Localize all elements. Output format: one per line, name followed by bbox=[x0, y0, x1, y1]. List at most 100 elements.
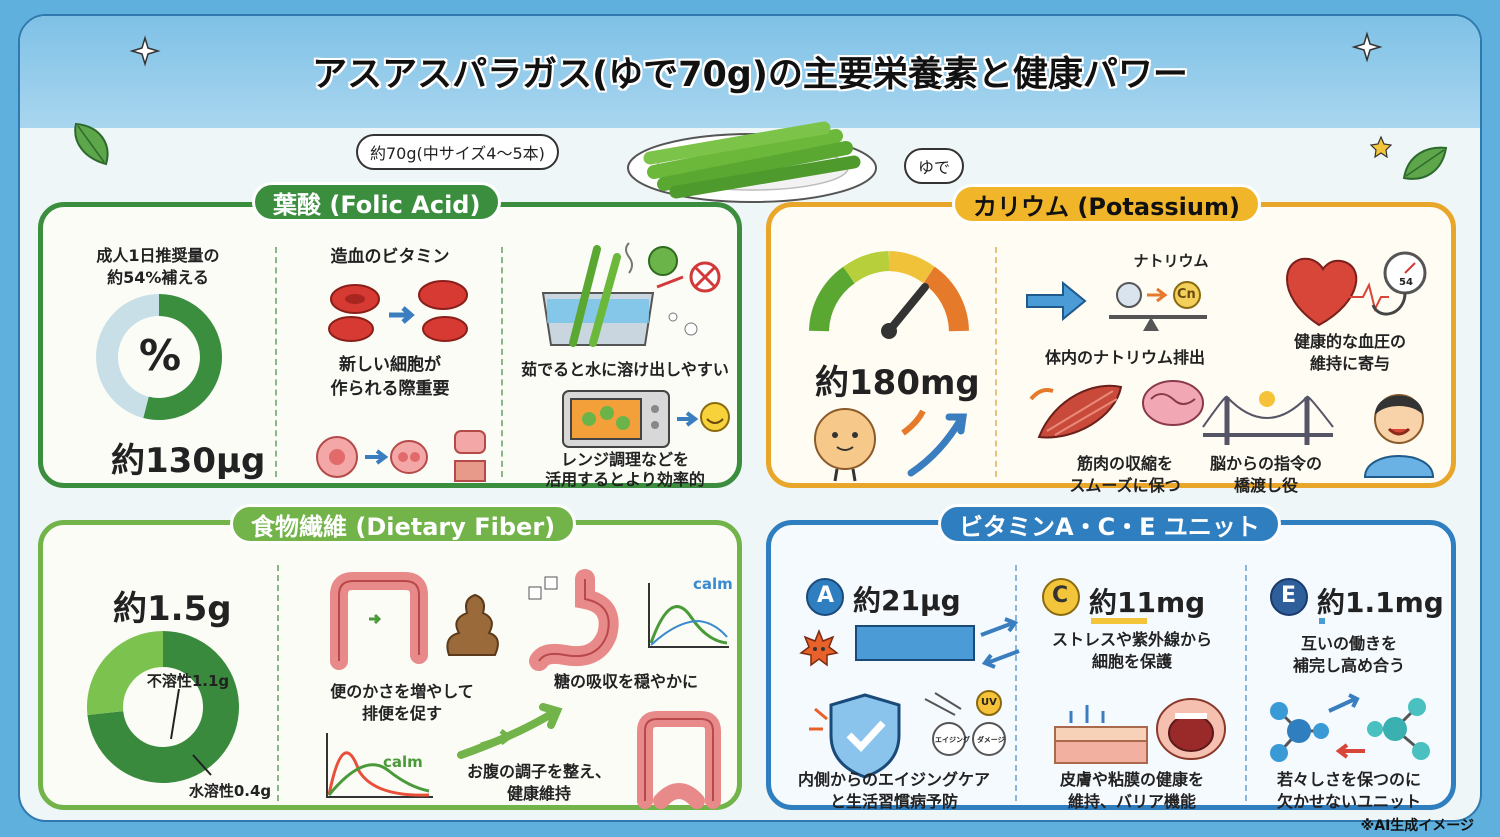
smiling-person-icon bbox=[1363, 394, 1435, 478]
intestine-icon bbox=[330, 572, 499, 670]
potassium-item-4-line-2: 橋渡し役 bbox=[1233, 476, 1298, 495]
potassium-item-3-line-1: 筋肉の収縮を bbox=[1076, 454, 1173, 473]
folic-role-title: 造血のビタミン bbox=[330, 247, 450, 267]
folic-role-line-2: 作られる際重要 bbox=[330, 379, 450, 399]
gauge-reading: 54 bbox=[1399, 277, 1413, 288]
fiber-item-1-line-2: 排便を促す bbox=[361, 704, 442, 723]
microwave-icon bbox=[562, 390, 730, 448]
vitamin-a-letter: A bbox=[817, 583, 835, 608]
fiber-panel-title: 食物繊維 (Dietary Fiber) bbox=[230, 504, 577, 544]
vitamins-panel: A 約21μg UV エイジング ダメージ 内側からのエイジングケア と生活習慣… bbox=[766, 520, 1456, 811]
star-icon bbox=[1369, 135, 1393, 159]
potassium-gauge bbox=[809, 251, 969, 339]
red-blood-cells-icon bbox=[328, 280, 468, 342]
leaf-icon bbox=[74, 122, 109, 166]
damage-label: ダメージ bbox=[977, 736, 1005, 744]
damage-virus-icon bbox=[799, 628, 839, 667]
folic-panel: 成人1日推奨量の 約54%補える % 約130μg 造血のビタミン 新しい細胞が… bbox=[38, 202, 742, 489]
vitamin-c-line-2: 細胞を保護 bbox=[1091, 652, 1172, 671]
sodium-label: ナトリウム bbox=[1133, 252, 1209, 270]
potassium-item-1: 体内のナトリウム排出 bbox=[1044, 348, 1205, 367]
vitamin-a-bar bbox=[855, 625, 975, 661]
insoluble-slice bbox=[87, 631, 239, 783]
amount-pill: 約70g(中サイズ4〜5本) bbox=[356, 134, 559, 170]
muscle-brain-icon bbox=[1029, 380, 1204, 439]
vitamin-c-line-3: 皮膚や粘膜の健康を bbox=[1059, 770, 1204, 789]
calm-label-top: calm bbox=[693, 575, 733, 593]
potassium-item-3-line-2: スムーズに保つ bbox=[1069, 476, 1181, 495]
folic-amount: 約130μg bbox=[111, 441, 266, 481]
ring-fill bbox=[143, 294, 222, 420]
vitamin-e-letter: E bbox=[1281, 583, 1297, 608]
folic-role-line-1: 新しい細胞が bbox=[339, 355, 441, 375]
folic-tip-1: 茹でると水に溶け出しやすい bbox=[521, 360, 729, 379]
method-pill: ゆで bbox=[904, 148, 965, 184]
aging-label: エイジング bbox=[935, 736, 970, 744]
fiber-item-3-line-1: お腹の調子を整え、 bbox=[466, 762, 611, 781]
asparagus-plate-illustration bbox=[627, 121, 877, 203]
vitamin-c-line-4: 維持、バリア機能 bbox=[1067, 792, 1196, 811]
fiber-panel: 約1.5g 不溶性1.1g 水溶性0.4g 便のかさを増やして 排便を促す ca bbox=[38, 520, 742, 810]
boiling-pot-icon bbox=[541, 242, 721, 347]
skin-mouth-icon bbox=[1054, 698, 1226, 764]
stomach-icon bbox=[528, 569, 619, 671]
percent-symbol: % bbox=[139, 331, 182, 380]
page-title: アスアスパラガス(ゆで70g)の主要栄養素と健康パワー bbox=[312, 55, 1188, 95]
folic-rda-ring bbox=[96, 294, 222, 420]
vitamin-a-line-2: と生活習慣病予防 bbox=[829, 792, 958, 811]
calm-curve-bottom bbox=[326, 733, 433, 798]
fiber-amount: 約1.5g bbox=[113, 589, 232, 629]
vitamin-e-badge-icon bbox=[1270, 578, 1308, 616]
fiber-item-1-line-1: 便のかさを増やして bbox=[330, 682, 474, 701]
potassium-item-4-line-1: 脳からの指令の bbox=[1209, 454, 1322, 473]
folic-tip-2-line-1: レンジ調理などを bbox=[560, 450, 689, 469]
sparkle-icon bbox=[129, 35, 161, 67]
vitamin-a-line-1: 内側からのエイジングケア bbox=[797, 770, 990, 789]
vitamin-e-line-2: 補完し高め合う bbox=[1292, 656, 1405, 675]
heart-gauge-icon bbox=[1286, 251, 1427, 327]
vitamins-panel-title: ビタミンA・C・E ユニット bbox=[938, 504, 1281, 544]
cell-division-icon bbox=[316, 430, 486, 482]
calm-curve-top bbox=[648, 583, 729, 648]
vitamin-a-amount: 約21μg bbox=[853, 584, 961, 617]
fiber-item-2: 糖の吸収を穏やかに bbox=[553, 672, 698, 691]
potassium-panel: 約180mg ナトリウム Cn 体内のナトリウム排出 54 健康的な血圧 bbox=[766, 202, 1456, 495]
molecule-icon bbox=[1270, 693, 1430, 762]
vitamin-e-line-1: 互いの働きを bbox=[1300, 634, 1397, 653]
fiber-item-3-line-2: 健康維持 bbox=[506, 784, 571, 803]
sky-banner bbox=[20, 16, 1480, 128]
vitamin-c-line-1: ストレスや紫外線から bbox=[1051, 630, 1212, 649]
vitamin-e-line-4: 欠かせないユニット bbox=[1276, 792, 1421, 811]
folic-panel-title: 葉酸 (Folic Acid) bbox=[252, 182, 502, 222]
vitamin-c-amount: 約11mg bbox=[1089, 586, 1206, 619]
vitamin-e-line-3: 若々しさを保つのに bbox=[1276, 770, 1421, 789]
vitamin-c-badge-icon bbox=[1042, 578, 1080, 616]
uv-label: UV bbox=[981, 697, 997, 708]
large-intestine-icon bbox=[637, 711, 721, 809]
insoluble-label: 不溶性1.1g bbox=[146, 672, 230, 690]
sodium-excretion-icon bbox=[1026, 280, 1207, 331]
rda-line-1: 成人1日推奨量の bbox=[96, 246, 220, 265]
calm-label-bottom: calm bbox=[383, 753, 423, 771]
potassium-amount: 約180mg bbox=[815, 363, 980, 403]
shield-check-icon bbox=[809, 690, 1006, 779]
vitamin-c-letter: C bbox=[1052, 583, 1069, 608]
soluble-slice bbox=[87, 631, 164, 715]
vitamin-e-amount: 約1.1mg bbox=[1317, 586, 1444, 619]
swap-arrows-icon bbox=[980, 617, 1020, 669]
fiber-donut-chart bbox=[87, 631, 239, 783]
vitamin-a-badge-icon bbox=[806, 578, 844, 616]
up-arrows-icon bbox=[457, 703, 563, 759]
vitamin-e-bar bbox=[1319, 618, 1325, 624]
soluble-label: 水溶性0.4g bbox=[188, 782, 272, 800]
potassium-item-2-line-1: 健康的な血圧の bbox=[1293, 332, 1406, 351]
potassium-item-2-line-2: 維持に寄与 bbox=[1309, 354, 1390, 373]
leaf-icon bbox=[1402, 146, 1448, 180]
sparkle-icon bbox=[1351, 31, 1383, 63]
vitamin-c-bar bbox=[1091, 618, 1147, 624]
ai-image-footnote: ※AI生成イメージ bbox=[1360, 818, 1474, 834]
potassium-panel-title: カリウム (Potassium) bbox=[952, 184, 1261, 224]
rda-line-2: 約54%補える bbox=[107, 268, 209, 287]
potassium-mascot-icon bbox=[814, 408, 968, 482]
cn-label: Cn bbox=[1177, 287, 1196, 302]
